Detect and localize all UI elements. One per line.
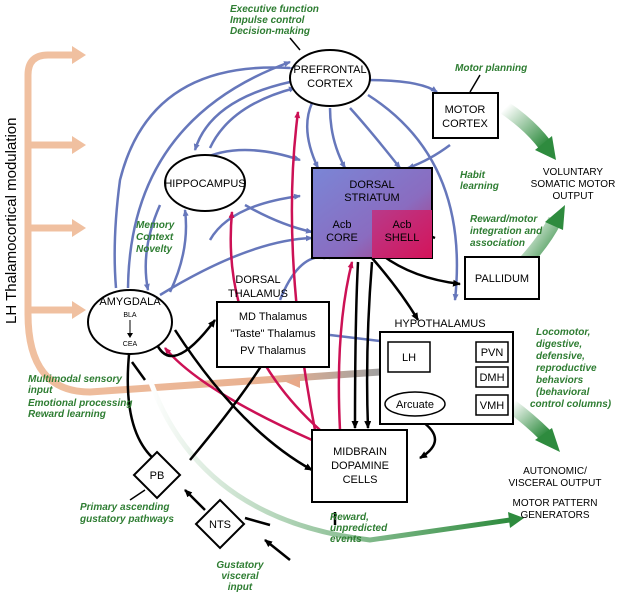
amygdala-label: AMYGDALA — [99, 296, 161, 308]
node-hypothalamus: HYPOTHALAMUS LH PVN DMH VMH Arcuate — [379, 318, 514, 425]
annotation-gustatory-path: Primary ascending gustatory pathways — [79, 489, 174, 525]
md-thalamus-label: MD Thalamus — [239, 311, 308, 323]
cea-label: CEA — [123, 341, 138, 348]
multimodal-line-1: Multimodal sensory — [28, 374, 122, 385]
annotation-emotional: Emotional processing Reward learning — [28, 398, 132, 420]
nts-label: NTS — [209, 519, 231, 531]
gustatory-path-line-1: Primary ascending — [80, 502, 169, 513]
executive-line-2: Impulse control — [230, 15, 305, 26]
acb-core-label-1: Acb — [333, 219, 352, 231]
locomotor-line-1: Locomotor, — [536, 327, 590, 338]
voluntary-line-2: SOMATIC MOTOR — [531, 179, 616, 190]
acb-shell-label-2: SHELL — [385, 232, 420, 244]
midbrain-label-3: CELLS — [343, 474, 378, 486]
prefrontal-label-1: PREFRONTAL — [293, 64, 366, 76]
annotation-motor-planning: Motor planning — [455, 63, 527, 74]
gustatory-input-line-3: input — [228, 582, 253, 592]
acb-shell-label-1: Acb — [393, 219, 412, 231]
motor-cortex-label-1: MOTOR — [445, 104, 486, 116]
taste-thalamus-label: "Taste" Thalamus — [230, 328, 316, 340]
motor-pattern-line-1: MOTOR PATTERN — [513, 498, 598, 509]
voluntary-line-1: VOLUNTARY — [543, 167, 604, 178]
dorsal-thalamus-label-2: THALAMUS — [228, 288, 288, 300]
acb-core-label-2: CORE — [326, 232, 358, 244]
node-pallidum: PALLIDUM — [464, 256, 540, 300]
arcuate-label: Arcuate — [396, 399, 434, 411]
node-nts: NTS — [194, 498, 246, 550]
reward-motor-line-2: integration and — [470, 226, 543, 237]
annotation-gustatory-input: Gustatory visceral input — [216, 560, 264, 592]
node-motor-cortex: MOTOR CORTEX — [432, 92, 499, 139]
green-output-arrows — [147, 102, 565, 543]
vmh-label: VMH — [480, 400, 505, 412]
motor-cortex-label-2: CORTEX — [442, 118, 488, 130]
output-autonomic: AUTONOMIC/ VISCERAL OUTPUT — [509, 466, 602, 489]
node-hippocampus: HIPPOCAMPUS — [164, 154, 246, 212]
dorsal-thalamus-label-1: DORSAL — [235, 274, 280, 286]
locomotor-line-7: control columns) — [530, 399, 612, 410]
locomotor-line-3: defensive, — [536, 351, 585, 362]
node-amygdala: AMYGDALA BLA CEA — [87, 289, 173, 355]
node-thalamus-box: MD Thalamus "Taste" Thalamus PV Thalamus — [216, 301, 330, 368]
annotation-multimodal: Multimodal sensory input — [28, 374, 122, 396]
motor-pattern-line-2: GENERATORS — [520, 510, 589, 521]
memory-line-2: Context — [136, 232, 174, 243]
hippocampus-label: HIPPOCAMPUS — [164, 178, 245, 190]
output-voluntary: VOLUNTARY SOMATIC MOTOR OUTPUT — [531, 167, 616, 202]
reward-motor-line-3: association — [470, 238, 525, 249]
pb-label: PB — [150, 470, 165, 482]
locomotor-line-6: (behavioral — [536, 387, 590, 398]
memory-line-1: Memory — [136, 220, 175, 231]
habit-line-1: Habit — [460, 170, 486, 181]
midbrain-label-1: MIDBRAIN — [333, 446, 387, 458]
node-prefrontal-cortex: PREFRONTAL CORTEX — [289, 49, 371, 107]
hypothalamus-label: HYPOTHALAMUS — [394, 318, 485, 330]
pvn-label: PVN — [481, 347, 504, 359]
executive-line-3: Decision-making — [230, 26, 310, 37]
annotation-reward-unpredicted: Reward, unpredicted events — [330, 512, 388, 545]
gustatory-input-line-2: visceral — [221, 571, 258, 582]
prefrontal-label-2: CORTEX — [307, 78, 353, 90]
annotation-executive: Executive function Impulse control Decis… — [230, 4, 319, 51]
gustatory-path-line-2: gustatory pathways — [79, 514, 174, 525]
executive-line-1: Executive function — [230, 4, 319, 15]
voluntary-line-3: OUTPUT — [552, 191, 593, 202]
blue-projections — [113, 60, 459, 345]
locomotor-line-2: digestive, — [536, 339, 582, 350]
midbrain-label-2: DOPAMINE — [331, 460, 389, 472]
node-pb: PB — [132, 450, 182, 500]
annotation-locomotor: Locomotor, digestive, defensive, reprodu… — [530, 327, 612, 410]
lh-thalamocortical-bracket — [24, 46, 381, 396]
node-dorsal-striatum: DORSAL STRIATUM Acb CORE Acb SHELL — [311, 167, 433, 259]
dmh-label: DMH — [479, 372, 504, 384]
annotation-reward-motor: Reward/motor integration and association — [470, 214, 543, 249]
pv-thalamus-label: PV Thalamus — [240, 345, 306, 357]
lh-label: LH — [402, 352, 416, 364]
locomotor-line-5: behaviors — [536, 375, 584, 386]
dorsal-striatum-label-2: STRIATUM — [344, 192, 399, 204]
side-title: LH Thalamocortical modulation — [3, 118, 20, 325]
reward-unpredicted-line-3: events — [330, 534, 362, 545]
multimodal-line-2: input — [28, 385, 53, 396]
reward-motor-line-1: Reward/motor — [470, 214, 538, 225]
annotation-habit: Habit learning — [460, 170, 499, 192]
pallidum-label: PALLIDUM — [475, 273, 529, 285]
annotation-memory: Memory Context Novelty — [136, 220, 175, 255]
autonomic-line-2: VISCERAL OUTPUT — [509, 478, 602, 489]
emotional-line-1: Emotional processing — [28, 398, 132, 409]
reward-unpredicted-line-1: Reward, — [330, 512, 369, 523]
reward-unpredicted-line-2: unpredicted — [330, 523, 388, 534]
gustatory-input-line-1: Gustatory — [216, 560, 264, 571]
locomotor-line-4: reproductive — [536, 363, 597, 374]
memory-line-3: Novelty — [136, 244, 173, 255]
autonomic-line-1: AUTONOMIC/ — [523, 466, 587, 477]
emotional-line-2: Reward learning — [28, 409, 106, 420]
output-motor-pattern: MOTOR PATTERN GENERATORS — [513, 498, 598, 521]
dorsal-striatum-label-1: DORSAL — [349, 179, 394, 191]
node-midbrain-dopamine: MIDBRAIN DOPAMINE CELLS — [311, 429, 408, 503]
bla-label: BLA — [123, 312, 137, 319]
habit-line-2: learning — [460, 181, 499, 192]
